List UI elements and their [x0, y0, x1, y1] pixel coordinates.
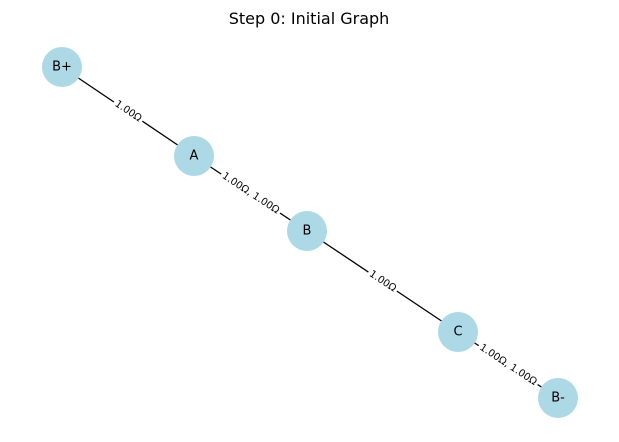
edge-label-background	[364, 266, 401, 297]
edge-label-group: 1.00Ω	[364, 266, 401, 297]
edge-label-group: 1.00Ω	[110, 96, 146, 127]
node-c	[438, 312, 478, 352]
node-b	[287, 211, 327, 251]
node-bminus	[538, 378, 578, 418]
edge-label-group: 1.00Ω, 1.00Ω	[475, 340, 542, 390]
node-label-a: A	[190, 149, 199, 164]
node-bplus	[42, 47, 82, 87]
node-label-bplus: B+	[52, 60, 72, 75]
page-title: Step 0: Initial Graph	[229, 9, 390, 28]
edge-label-background	[475, 340, 542, 390]
edge-label: 1.00Ω, 1.00Ω	[477, 342, 539, 388]
edge-label: 1.00Ω, 1.00Ω	[220, 171, 282, 217]
edge-label-group: 1.00Ω, 1.00Ω	[217, 168, 284, 219]
nodes-layer: B+ A B C B-	[42, 47, 578, 418]
node-label-c: C	[453, 325, 462, 340]
node-label-b: B	[303, 224, 312, 239]
edge-label-background	[110, 96, 146, 127]
node-a	[174, 136, 214, 176]
edge-label-background	[217, 168, 284, 219]
node-label-bminus: B-	[551, 391, 565, 406]
